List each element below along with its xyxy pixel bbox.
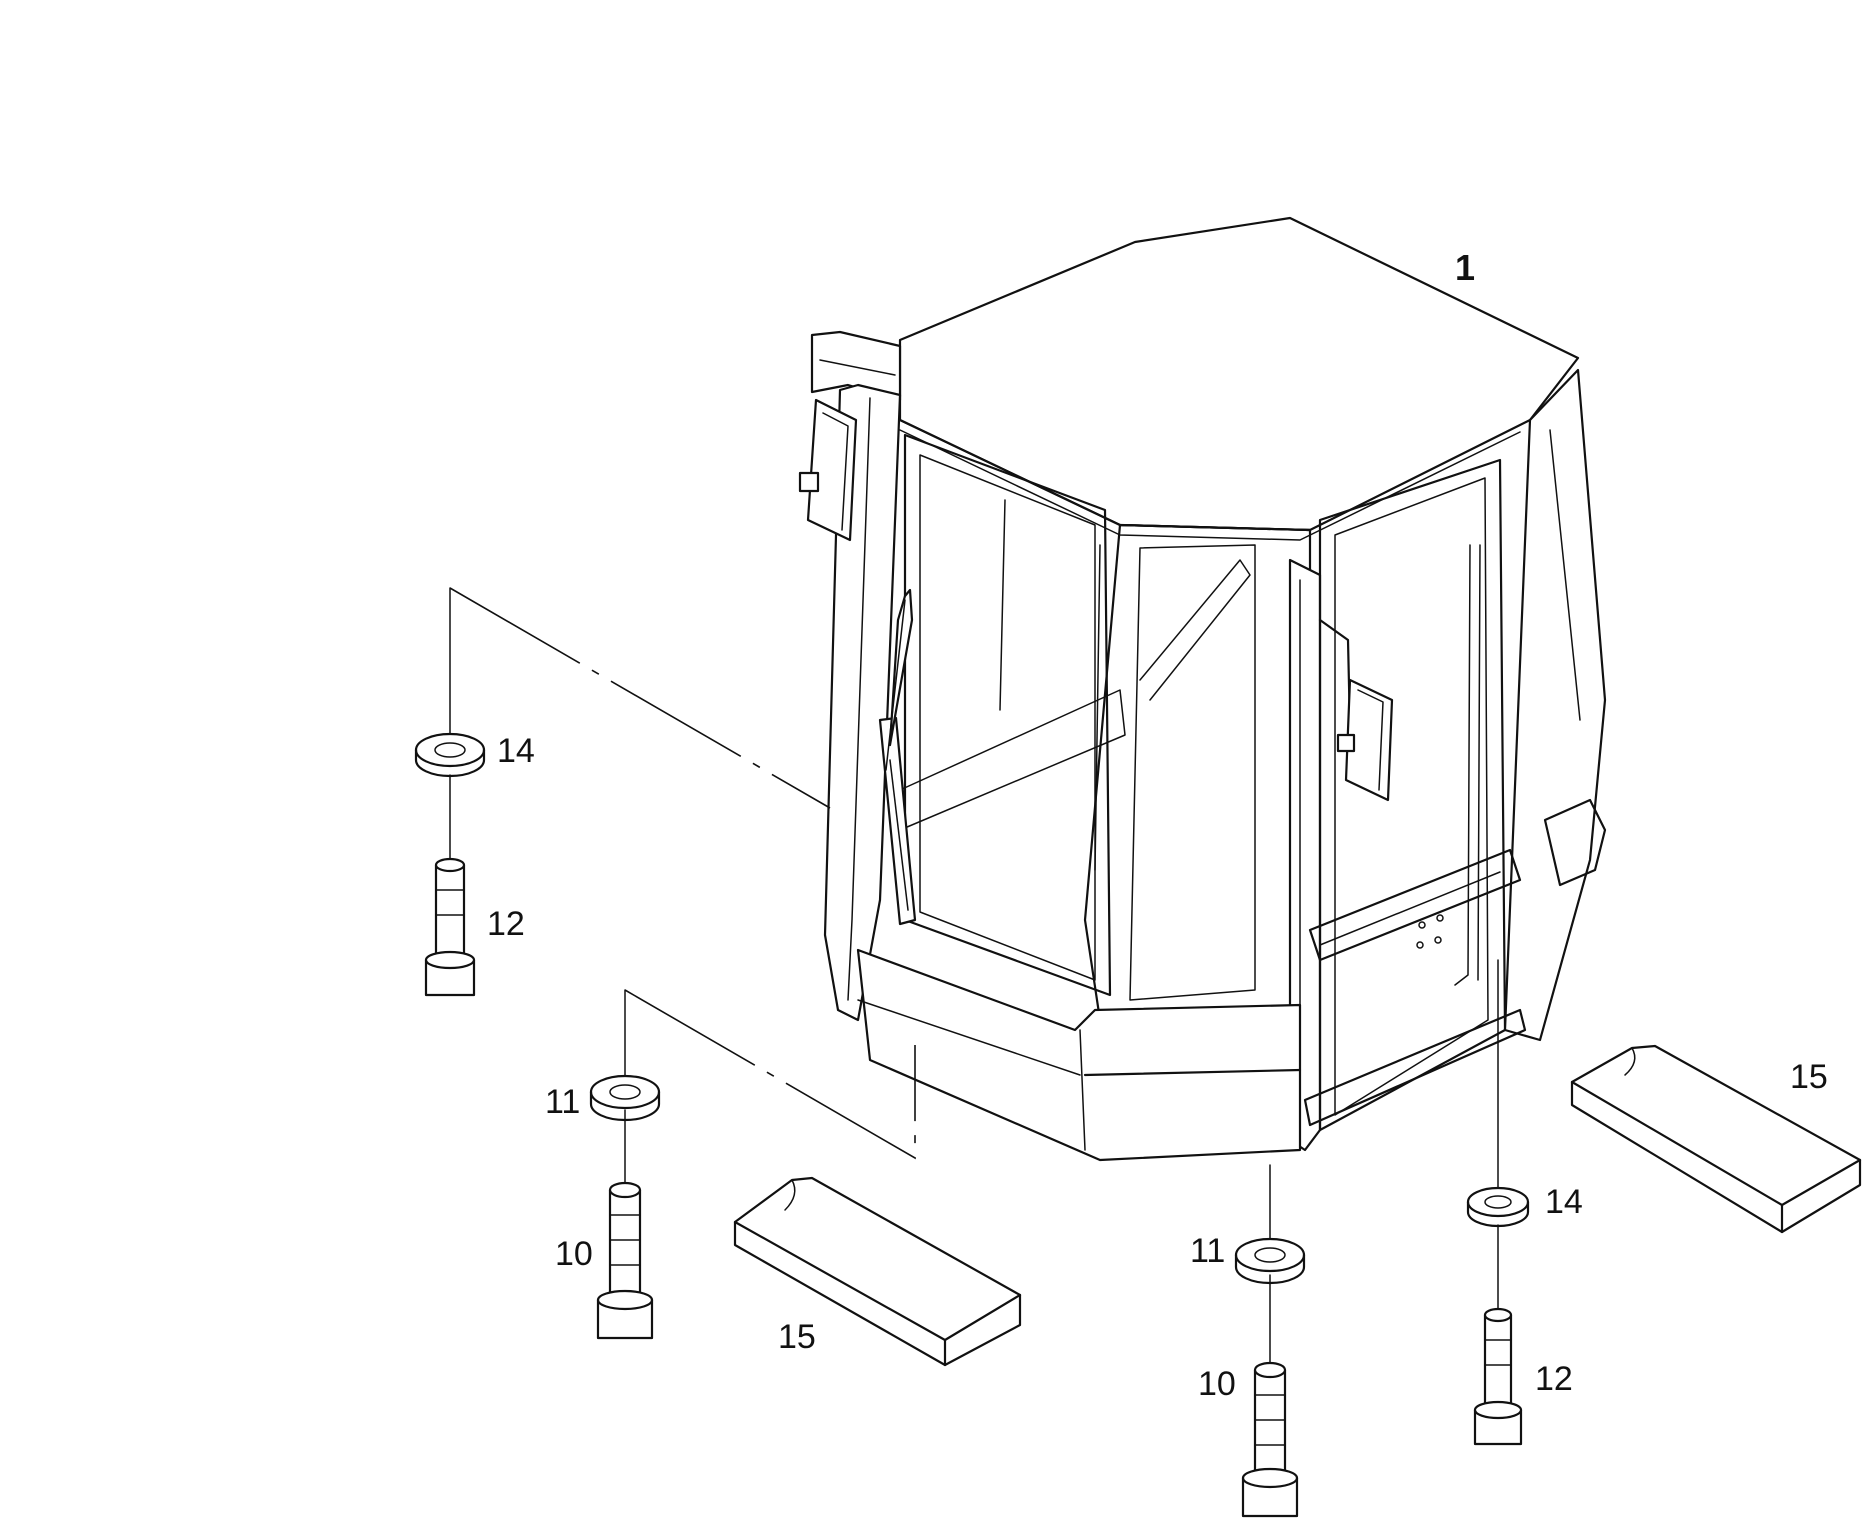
assembly-leader-lines xyxy=(449,587,1499,1371)
cab-right-door xyxy=(1318,458,1507,1132)
callout-pad-15-right: 15 xyxy=(1790,1058,1828,1096)
cab-rear-bracket xyxy=(1543,798,1607,887)
washer-11-right xyxy=(1234,1237,1306,1285)
cab-assembly xyxy=(810,216,1607,1162)
callout-bolt-10-left: 10 xyxy=(555,1235,593,1273)
callout-bolt-12-upper-left: 12 xyxy=(487,905,525,943)
cab-roof xyxy=(898,216,1580,532)
bolt-10-left xyxy=(596,1181,654,1340)
cab-right-platform xyxy=(1308,848,1522,962)
callout-washer-14-right: 14 xyxy=(1545,1183,1583,1221)
bolt-12-right xyxy=(1473,1307,1523,1446)
bolt-10-right xyxy=(1241,1361,1299,1518)
callout-bolt-12-right: 12 xyxy=(1535,1360,1573,1398)
callout-pad-15-left: 15 xyxy=(778,1318,816,1356)
platform-bolt-holes xyxy=(1416,914,1444,949)
cab-right-sill xyxy=(1303,1008,1527,1127)
cab-rear-right-pillar xyxy=(1503,368,1607,1042)
cab-lower-body xyxy=(856,948,1302,1162)
washer-14-upper-left xyxy=(414,732,486,778)
pad-15-right xyxy=(1570,1044,1862,1234)
bolt-12-upper-left xyxy=(424,857,476,997)
right-mirror xyxy=(1318,618,1394,802)
callout-washer-11-right: 11 xyxy=(1190,1232,1225,1270)
cab-left-window xyxy=(903,433,1112,997)
windshield-wiper xyxy=(878,588,917,926)
washer-14-right xyxy=(1466,1186,1530,1228)
callout-washer-11-mid-left: 11 xyxy=(545,1083,580,1121)
left-mirror xyxy=(798,398,858,542)
callout-washer-14-upper-left: 14 xyxy=(497,732,535,770)
callout-cab: 1 xyxy=(1455,247,1475,288)
cab-front-window xyxy=(1083,523,1312,1022)
washer-11-mid-left xyxy=(589,1074,661,1122)
callout-labels: 1 14 12 11 10 15 15 14 12 11 10 xyxy=(487,247,1828,1403)
pad-15-left xyxy=(733,1176,1022,1367)
callout-bolt-10-right: 10 xyxy=(1198,1365,1236,1403)
